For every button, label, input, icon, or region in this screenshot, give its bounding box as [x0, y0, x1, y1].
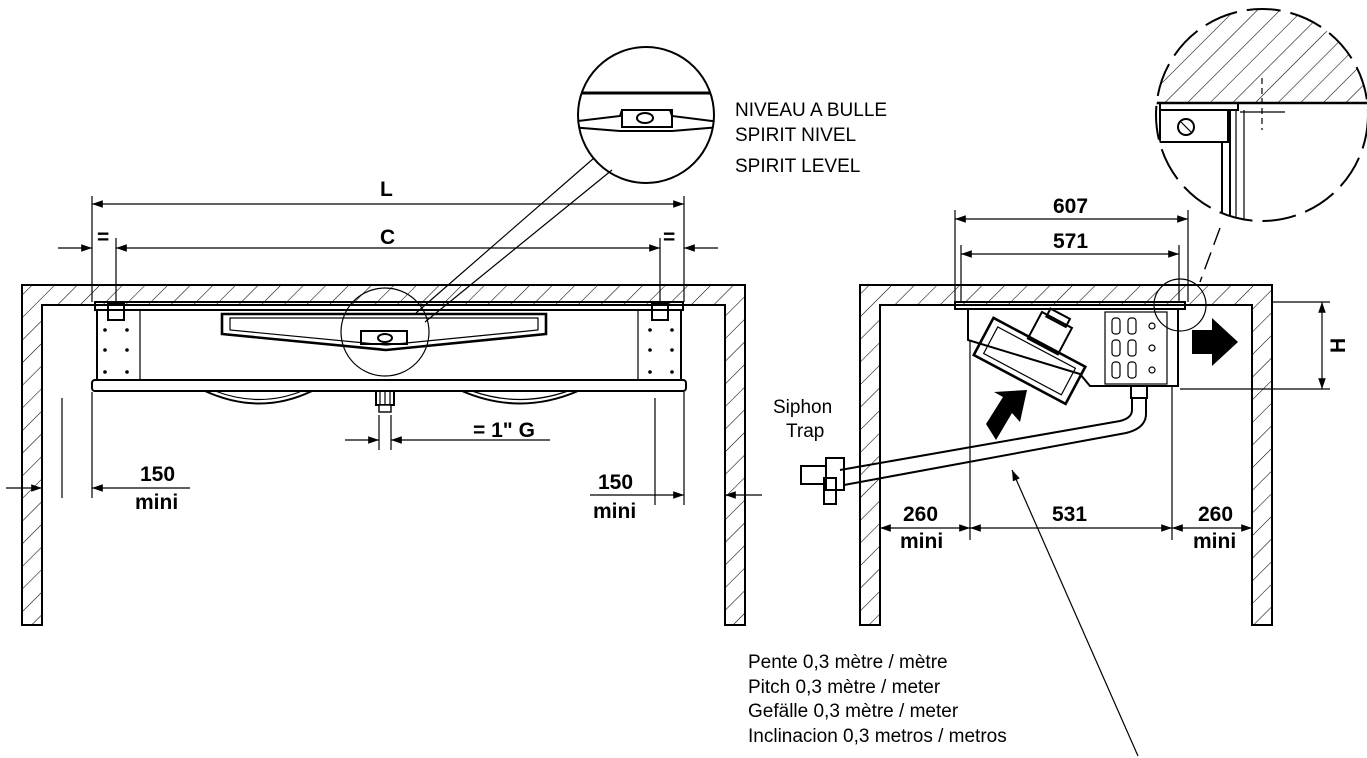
side-unit: [800, 278, 1207, 505]
dimension-C: [58, 238, 718, 302]
label-clear-left-value: 150: [140, 463, 175, 486]
label-level-es: SPIRIT NIVEL: [735, 125, 856, 146]
label-clear-right-unit: mini: [593, 500, 636, 523]
label-pitch-en: Pitch 0,3 mètre / meter: [748, 677, 941, 698]
label-drain: = 1" G: [473, 419, 535, 442]
airflow-out-arrow: [1192, 318, 1238, 366]
clearance-right-dim: [590, 392, 762, 505]
right-room-wall: [859, 284, 1273, 626]
label-dim-H: H: [1327, 338, 1350, 353]
front-view: [6, 46, 762, 626]
dimension-571: [960, 245, 1180, 302]
left-room-wall: [21, 284, 746, 626]
dimension-607: [954, 210, 1189, 302]
dimension-531: [880, 340, 1252, 540]
label-siphon: Siphon: [773, 397, 832, 418]
label-pitch-fr: Pente 0,3 mètre / mètre: [748, 652, 948, 673]
label-side-left-unit: mini: [900, 530, 943, 553]
label-side-left-value: 260: [903, 503, 938, 526]
clearance-left-dim: [6, 392, 190, 498]
label-clear-right-value: 150: [598, 471, 633, 494]
label-dim-L: L: [380, 178, 393, 201]
label-dim-531: 531: [1052, 503, 1087, 526]
label-clear-left-unit: mini: [135, 491, 178, 514]
label-equal-right: =: [663, 226, 675, 249]
label-side-right-value: 260: [1198, 503, 1233, 526]
label-trap: Trap: [786, 421, 824, 442]
bubble-level-detail: [415, 46, 715, 323]
label-level-fr: NIVEAU A BULLE: [735, 100, 887, 121]
pitch-leader: [1011, 469, 1139, 757]
corner-detail: [1155, 8, 1367, 283]
label-pitch-es: Inclinacion 0,3 metros / metros: [748, 726, 1007, 747]
dimension-drain: [345, 415, 550, 450]
label-pitch-de: Gefälle 0,3 mètre / meter: [748, 701, 959, 722]
airflow-in-arrow: [986, 390, 1027, 440]
label-equal-left: =: [97, 226, 109, 249]
label-dim-C: C: [380, 226, 395, 249]
label-dim-607: 607: [1053, 195, 1088, 218]
label-dim-571: 571: [1053, 230, 1088, 253]
label-level-en: SPIRIT LEVEL: [735, 156, 860, 177]
dimension-H: [1180, 301, 1330, 390]
front-unit: [91, 287, 687, 413]
label-side-right-unit: mini: [1193, 530, 1236, 553]
